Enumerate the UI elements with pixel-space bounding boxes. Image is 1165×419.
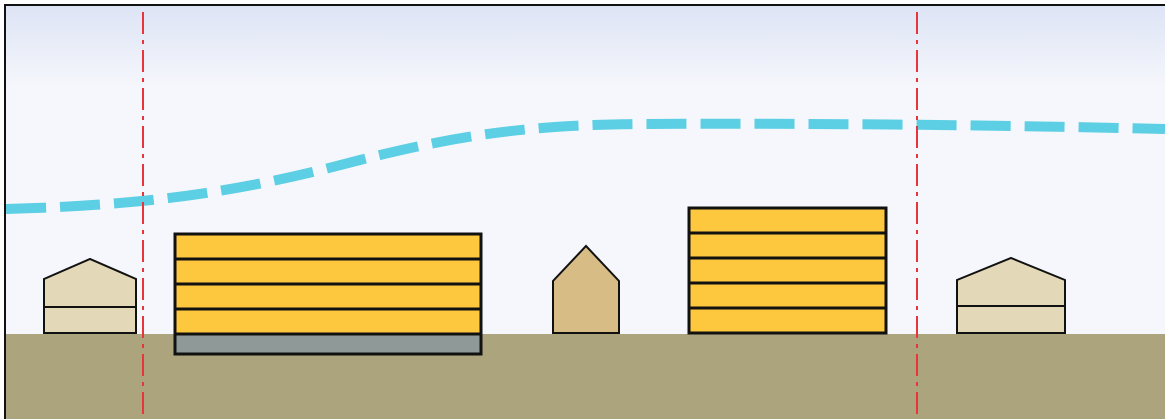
floor-1 <box>175 309 481 334</box>
large-building-left <box>175 234 481 354</box>
floor-3 <box>689 258 886 283</box>
floor-2 <box>175 284 481 309</box>
floor-5 <box>689 208 886 233</box>
floor-4 <box>689 233 886 258</box>
large-building-right <box>689 208 886 333</box>
building-base <box>175 334 481 354</box>
floor-1 <box>689 308 886 333</box>
floor-2 <box>689 283 886 308</box>
floor-3 <box>175 259 481 284</box>
floor-4 <box>175 234 481 259</box>
